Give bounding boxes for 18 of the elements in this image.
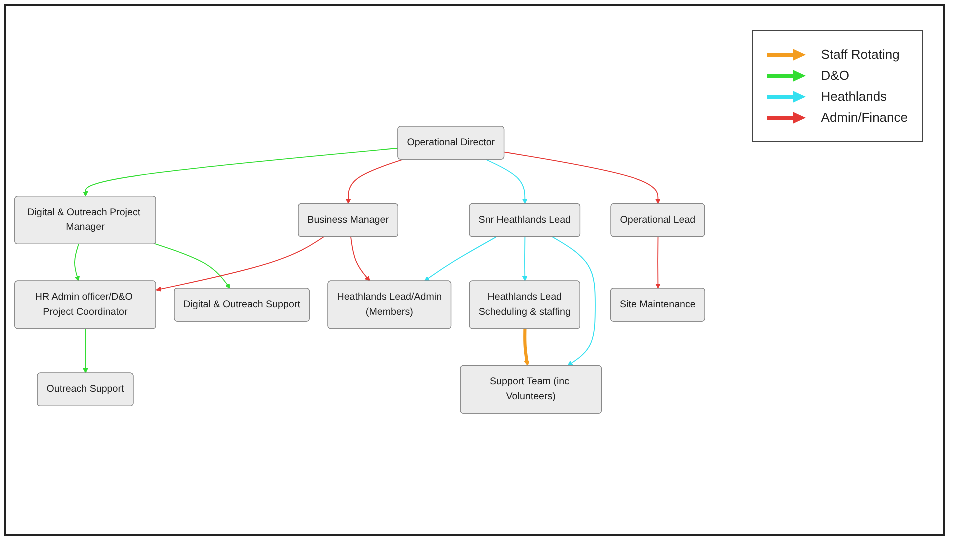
arrow <box>656 236 661 289</box>
legend-label: D&O <box>821 68 850 83</box>
arrow <box>83 148 399 197</box>
arrow <box>552 236 596 366</box>
arrow <box>424 236 497 282</box>
arrow <box>522 236 528 282</box>
arrow <box>504 152 661 204</box>
arrow <box>486 159 528 204</box>
arrow <box>74 244 80 282</box>
legend-label: Admin/Finance <box>821 110 908 125</box>
legend-label: Heathlands <box>821 89 888 104</box>
arrow <box>524 329 530 366</box>
arrow <box>350 236 370 282</box>
arrow <box>346 159 404 204</box>
arrow <box>83 328 88 374</box>
arrow <box>154 243 231 289</box>
legend-label: Staff Rotating <box>821 47 900 62</box>
arrow <box>156 236 324 292</box>
